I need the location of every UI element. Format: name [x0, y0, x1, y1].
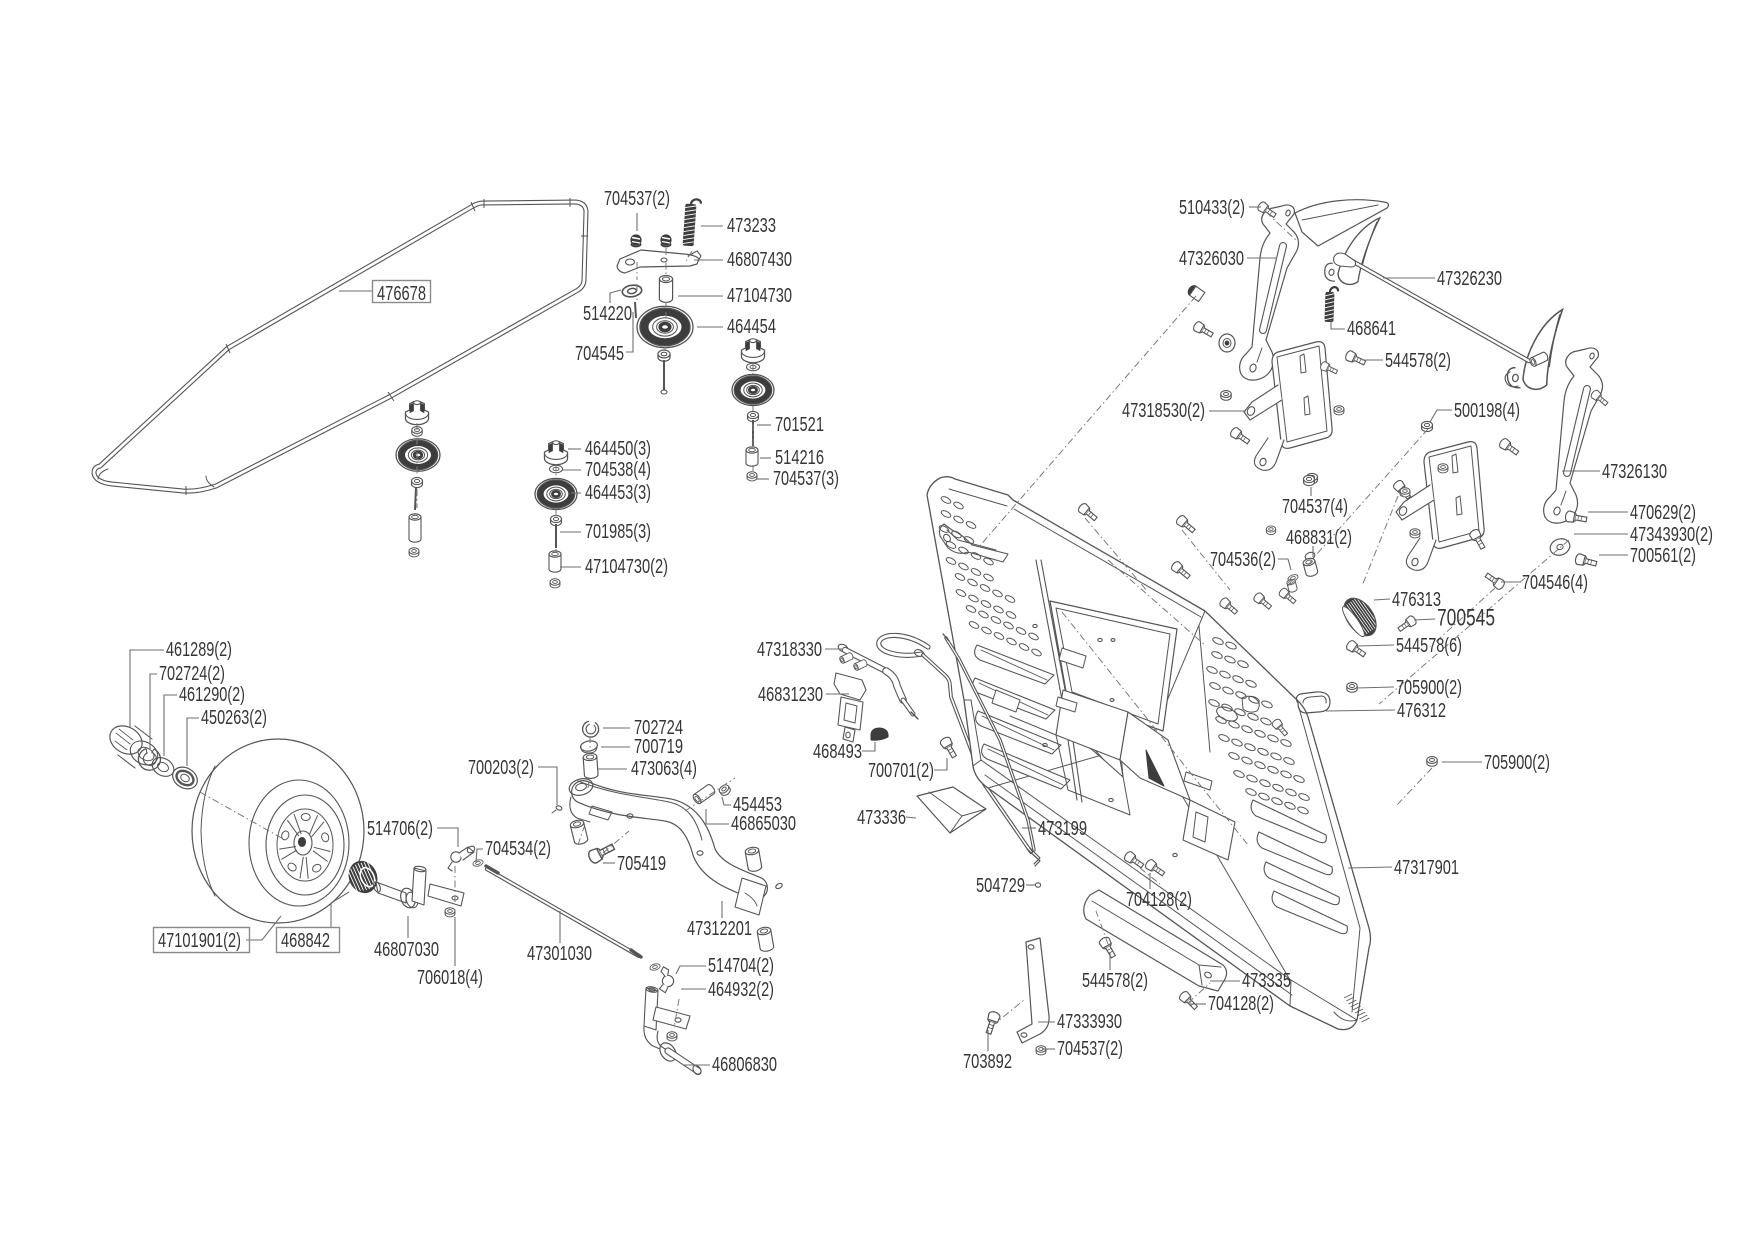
svg-text:47317901: 47317901: [1394, 857, 1459, 879]
svg-text:704546(4): 704546(4): [1522, 572, 1588, 594]
svg-text:544578(2): 544578(2): [1082, 970, 1148, 992]
svg-text:46807030: 46807030: [374, 939, 439, 961]
svg-text:47326130: 47326130: [1602, 461, 1667, 483]
svg-text:700719: 700719: [634, 736, 683, 758]
svg-text:470629(2): 470629(2): [1630, 502, 1696, 524]
svg-text:544578(2): 544578(2): [1385, 350, 1451, 372]
svg-text:476678: 476678: [377, 283, 426, 305]
svg-text:702724: 702724: [634, 717, 683, 739]
svg-text:704537(2): 704537(2): [1057, 1038, 1123, 1060]
svg-text:473233: 473233: [727, 215, 776, 237]
svg-text:454453: 454453: [733, 794, 782, 816]
svg-text:47318530(2): 47318530(2): [1122, 400, 1205, 422]
svg-text:47333930: 47333930: [1057, 1011, 1122, 1033]
svg-text:47343930(2): 47343930(2): [1630, 524, 1713, 546]
svg-text:47101901(2): 47101901(2): [158, 930, 241, 952]
svg-text:700545: 700545: [1437, 605, 1495, 632]
svg-text:47301030: 47301030: [527, 943, 592, 965]
svg-text:704128(2): 704128(2): [1208, 993, 1274, 1015]
svg-text:476313: 476313: [1392, 589, 1441, 611]
svg-text:705900(2): 705900(2): [1484, 752, 1550, 774]
svg-text:47312201: 47312201: [687, 918, 752, 940]
svg-text:464932(2): 464932(2): [708, 979, 774, 1001]
svg-text:461289(2): 461289(2): [166, 639, 232, 661]
svg-text:705900(2): 705900(2): [1396, 677, 1462, 699]
svg-text:468641: 468641: [1347, 318, 1396, 340]
svg-text:464450(3): 464450(3): [585, 438, 651, 460]
svg-text:47326230: 47326230: [1437, 268, 1502, 290]
svg-text:47104730: 47104730: [727, 285, 792, 307]
svg-text:461290(2): 461290(2): [179, 684, 245, 706]
svg-text:704538(4): 704538(4): [585, 459, 651, 481]
svg-text:510433(2): 510433(2): [1179, 197, 1245, 219]
svg-text:47104730(2): 47104730(2): [585, 556, 668, 578]
svg-text:46865030: 46865030: [731, 813, 796, 835]
svg-text:464453(3): 464453(3): [585, 482, 651, 504]
svg-text:700701(2): 700701(2): [868, 760, 934, 782]
svg-text:704537(2): 704537(2): [604, 188, 670, 210]
svg-text:704534(2): 704534(2): [485, 838, 551, 860]
svg-text:464454: 464454: [727, 316, 776, 338]
svg-text:514216: 514216: [775, 447, 824, 469]
svg-text:705419: 705419: [617, 853, 666, 875]
svg-text:450263(2): 450263(2): [201, 707, 267, 729]
svg-text:703892: 703892: [963, 1051, 1012, 1073]
svg-text:476312: 476312: [1397, 700, 1446, 722]
svg-text:701985(3): 701985(3): [585, 521, 651, 543]
svg-text:468831(2): 468831(2): [1286, 527, 1352, 549]
svg-text:544578(6): 544578(6): [1396, 635, 1462, 657]
svg-text:514706(2): 514706(2): [367, 818, 433, 840]
svg-text:46806830: 46806830: [712, 1054, 777, 1076]
svg-text:473063(4): 473063(4): [631, 758, 697, 780]
svg-text:704537(4): 704537(4): [1282, 496, 1348, 518]
svg-text:701521: 701521: [775, 414, 824, 436]
svg-text:47318330: 47318330: [757, 639, 822, 661]
svg-text:700561(2): 700561(2): [1630, 545, 1696, 567]
svg-text:500198(4): 500198(4): [1454, 400, 1520, 422]
svg-text:514220: 514220: [583, 303, 632, 325]
svg-text:706018(4): 706018(4): [417, 967, 483, 989]
svg-text:704545: 704545: [575, 343, 624, 365]
svg-text:704536(2): 704536(2): [1210, 549, 1276, 571]
svg-text:504729: 504729: [976, 875, 1025, 897]
svg-text:704128(2): 704128(2): [1126, 889, 1192, 911]
svg-text:468842: 468842: [281, 930, 330, 952]
svg-text:702724(2): 702724(2): [159, 663, 225, 685]
svg-text:514704(2): 514704(2): [708, 955, 774, 977]
svg-text:473335: 473335: [1242, 970, 1291, 992]
svg-text:473199: 473199: [1038, 818, 1087, 840]
svg-text:47326030: 47326030: [1179, 248, 1244, 270]
svg-text:468493: 468493: [813, 741, 862, 763]
svg-text:700203(2): 700203(2): [468, 757, 534, 779]
svg-text:704537(3): 704537(3): [773, 468, 839, 490]
svg-text:46831230: 46831230: [758, 684, 823, 706]
svg-text:473336: 473336: [857, 807, 906, 829]
svg-text:46807430: 46807430: [727, 249, 792, 271]
